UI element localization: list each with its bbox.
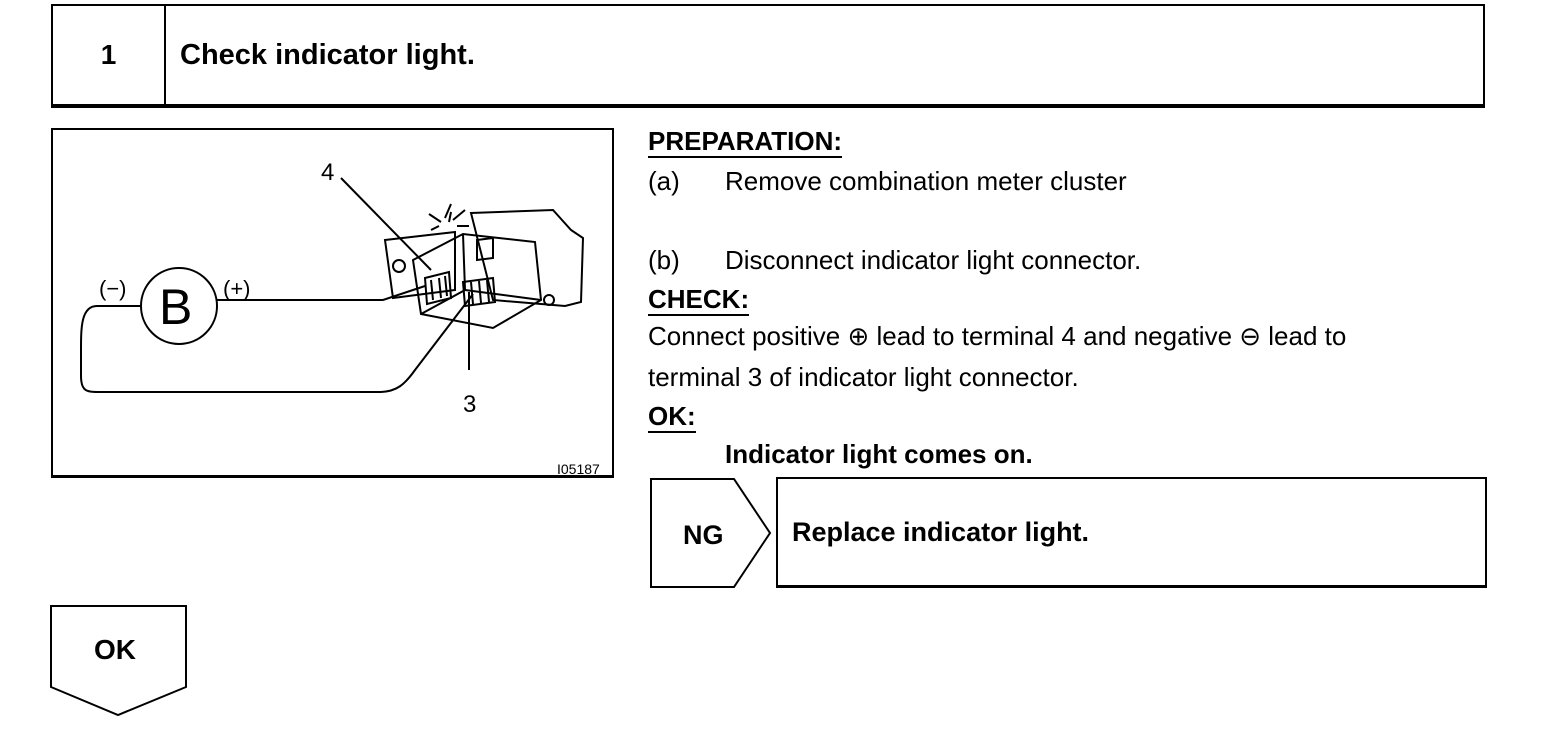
terminal-cavity-left xyxy=(423,270,453,306)
check-line-2: terminal 3 of indicator light connector. xyxy=(648,362,1079,392)
connector-diagram: 4 3 (−) (+) B I05187 xyxy=(51,128,614,478)
left-flange xyxy=(383,230,456,300)
ok-heading: OK: xyxy=(648,401,696,433)
leader-4 xyxy=(340,177,432,271)
light-burst-icon xyxy=(428,203,469,231)
prep-a-marker: (a) xyxy=(648,166,680,196)
figure-code: I05187 xyxy=(557,461,600,477)
flange-hole-left xyxy=(392,259,406,273)
rear-bracket xyxy=(469,208,585,308)
connector-illustration: 4 3 (−) (+) B I05187 xyxy=(80,159,600,477)
step-number: 1 xyxy=(53,6,166,104)
ok-label: OK xyxy=(94,634,136,665)
check-line-1: Connect positive ⊕ lead to terminal 4 an… xyxy=(648,321,1347,351)
bracket-hole-right xyxy=(543,294,555,306)
prep-b-marker: (b) xyxy=(648,245,680,275)
negative-lead xyxy=(80,293,474,393)
label-negative: (−) xyxy=(99,276,127,301)
ok-arrow-box xyxy=(50,605,187,717)
terminal-cavity-right xyxy=(461,276,497,308)
preparation-heading: PREPARATION: xyxy=(648,126,843,158)
latch xyxy=(476,236,494,262)
ng-action: Replace indicator light. xyxy=(776,477,1487,588)
ng-arrow-box xyxy=(650,478,772,588)
label-positive: (+) xyxy=(223,276,251,301)
step-header: 1 Check indicator light. xyxy=(51,4,1485,108)
label-terminal-3: 3 xyxy=(463,391,476,418)
ng-label: NG xyxy=(683,520,724,550)
label-terminal-4: 4 xyxy=(321,159,334,186)
check-heading: CHECK: xyxy=(648,284,750,316)
prep-a-text: Remove combination meter cluster xyxy=(725,166,1127,196)
step-title: Check indicator light. xyxy=(180,38,475,71)
prep-b-text: Disconnect indicator light connector. xyxy=(725,245,1142,275)
ok-result-text: Indicator light comes on. xyxy=(725,439,1033,469)
positive-lead xyxy=(217,285,426,301)
battery-label: B xyxy=(159,279,192,335)
